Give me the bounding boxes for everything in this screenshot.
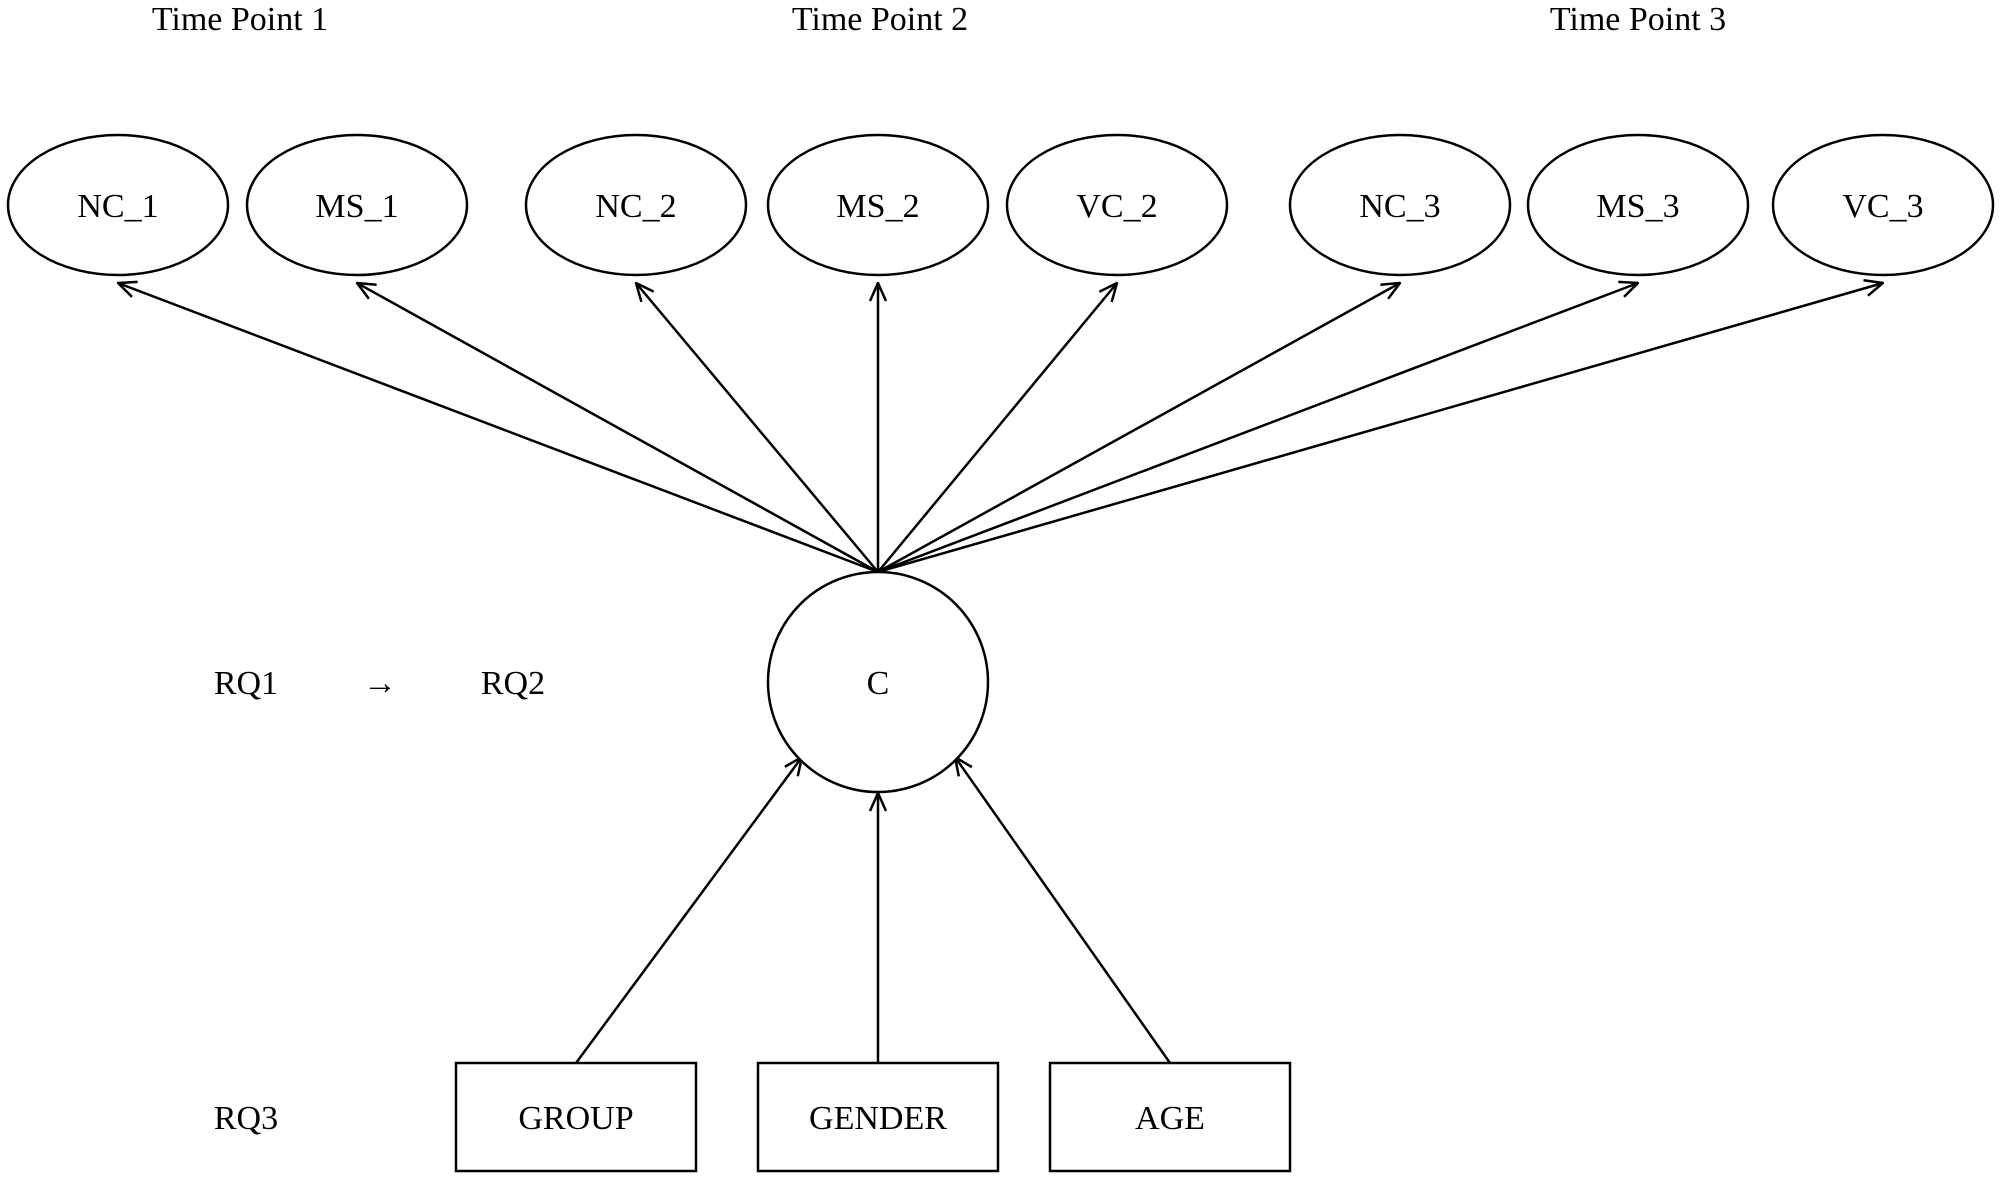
indicator-label: NC_2 [595,188,676,225]
rq1-label: RQ1 [214,665,278,702]
covariate-gender: GENDER [756,1061,1000,1173]
indicator-vc-2: VC_2 [1005,133,1229,277]
indicator-label: MS_3 [1596,188,1679,225]
arrow-c-to-nc-1 [118,283,879,574]
latent-c: C [766,570,990,794]
covariate-group: GROUP [454,1061,698,1173]
rq-arrow: → [363,665,397,702]
time-point-2-label: Time Point 2 [792,1,968,38]
indicator-ms-1: MS_1 [245,133,469,277]
time-point-1-label: Time Point 1 [152,1,328,38]
rq2-label: RQ2 [481,665,545,702]
arrow-age-to-c [955,757,1172,1064]
time-point-3-label: Time Point 3 [1550,1,1726,38]
covariate-label: GENDER [809,1100,947,1137]
arrow-c-to-vc-3 [877,283,1883,574]
covariate-label: GROUP [518,1100,633,1137]
arrow-c-to-ms-3 [877,283,1638,574]
latent-label: C [867,665,890,702]
covariate-label: AGE [1135,1100,1205,1137]
indicator-vc-3: VC_3 [1771,133,1995,277]
arrow-c-to-nc-2 [636,283,879,573]
arrow-c-to-vc-2 [877,283,1117,573]
arrow-c-to-ms-1 [357,283,879,574]
path-arrows [118,283,1883,1064]
arrow-c-to-nc-3 [877,283,1400,574]
arrow-group-to-c [574,757,802,1064]
indicator-nc-2: NC_2 [524,133,748,277]
rq3-label: RQ3 [214,1100,278,1137]
indicator-ms-3: MS_3 [1526,133,1750,277]
indicator-ms-2: MS_2 [766,133,990,277]
indicator-label: VC_2 [1076,188,1157,225]
indicator-label: MS_2 [836,188,919,225]
covariate-age: AGE [1048,1061,1292,1173]
indicator-label: MS_1 [315,188,398,225]
indicator-label: NC_1 [77,188,158,225]
indicator-label: NC_3 [1359,188,1440,225]
indicator-nc-3: NC_3 [1288,133,1512,277]
indicator-nc-1: NC_1 [6,133,230,277]
indicator-label: VC_3 [1842,188,1923,225]
